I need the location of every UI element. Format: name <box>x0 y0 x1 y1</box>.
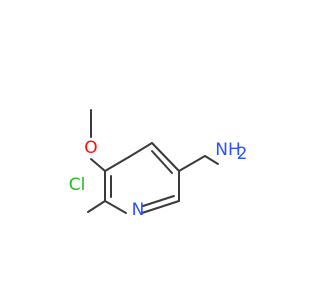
bond-c5-ch2 <box>178 155 206 172</box>
bond-c2-cl <box>87 200 106 213</box>
bond-ch2-nh2 <box>204 155 219 165</box>
amine-nitrogen-atom-label: NH <box>215 140 241 160</box>
structure-canvas: O Cl N NH 2 <box>68 109 248 220</box>
bond-c4-c3 <box>128 142 153 158</box>
bond-lines <box>87 109 219 214</box>
bond-c3-c4-b <box>104 156 130 172</box>
molecule-structure: O Cl N NH 2 <box>69 109 248 220</box>
oxygen-atom-label: O <box>84 138 97 158</box>
bond-c3-o <box>90 158 106 172</box>
bond-c2-n1 <box>104 200 127 214</box>
bond-n1-c6-inner <box>142 195 175 207</box>
chlorine-atom-label: Cl <box>69 175 86 195</box>
bond-n1-c6 <box>141 200 180 214</box>
bond-c5-c4-inner <box>151 150 173 174</box>
amine-hydrogen-count-subscript: 2 <box>237 144 248 164</box>
ring-nitrogen-atom-label: N <box>132 200 145 220</box>
bond-c5-c4 <box>151 142 180 172</box>
